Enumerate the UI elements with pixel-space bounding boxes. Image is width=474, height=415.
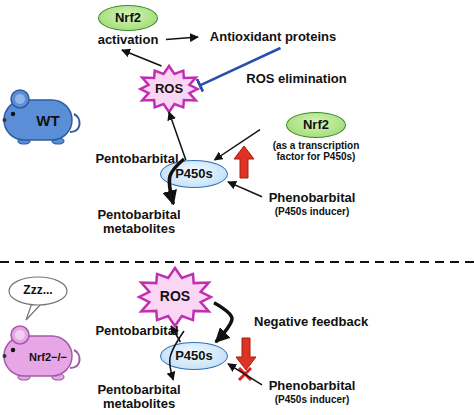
node-label: ROS <box>155 82 183 96</box>
arrow-connector <box>122 50 162 66</box>
node-subtext: (P450s inducer) <box>275 206 349 217</box>
node-label: Nrf2−/− <box>29 351 67 363</box>
edge-label: ROS elimination <box>246 71 346 86</box>
enzyme-ellipse: P450s <box>160 342 228 370</box>
mouse-nose <box>3 118 7 122</box>
speech-bubble: Zzz... <box>8 276 68 306</box>
ros-star: ROS <box>138 66 200 112</box>
mouse-inner-ear <box>15 330 25 340</box>
node-subtext: (as a transcription factor for P450s) <box>260 140 372 162</box>
product-node: Antioxidant proteins <box>198 26 348 48</box>
arrow-connector <box>228 182 262 197</box>
mouse-ear <box>11 326 29 344</box>
node-label: Pentobarbital <box>95 152 178 166</box>
factor-node: Nrf2(as a transcription factor for P450s… <box>260 106 372 168</box>
increase-arrow <box>234 146 254 178</box>
arrow-connector <box>169 159 184 204</box>
node-label: Nrf2 <box>286 112 346 138</box>
node-label: Pentobarbital metabolites <box>90 208 188 237</box>
arrow-connector <box>171 326 180 342</box>
bubble-shape <box>9 277 67 305</box>
arrow-connector <box>170 331 184 380</box>
divider-line <box>0 261 474 263</box>
mouse-icon: WT <box>0 86 82 148</box>
mouse-nose <box>3 354 7 358</box>
inducer-node: Phenobarbital(P450s inducer) <box>262 186 362 222</box>
node-label: Pentobarbital metabolites <box>90 383 188 412</box>
mouse-icon: Nrf2−/− <box>0 322 82 384</box>
edge-label: Negative feedback <box>254 314 368 329</box>
block-cross <box>239 368 251 380</box>
node-label: Pentobarbital <box>95 324 178 338</box>
mouse-eye <box>11 112 15 116</box>
arrow-connector <box>228 364 262 385</box>
mouse-eye <box>11 348 15 352</box>
metabolite-node: Pentobarbital metabolites <box>90 380 188 414</box>
arrow-connector <box>166 37 198 39</box>
node-subtext: activation <box>98 33 159 47</box>
arrow-connector <box>214 303 232 342</box>
factor-node: Nrf2 activation <box>90 2 166 50</box>
mouse-inner-ear <box>15 94 25 104</box>
drug-node: Pentobarbital <box>90 322 184 340</box>
node-label: Phenobarbital <box>269 379 356 393</box>
arrow-connector <box>169 112 186 160</box>
node-label: Antioxidant proteins <box>210 30 336 44</box>
cross-stroke <box>239 368 251 380</box>
metabolite-node: Pentobarbital metabolites <box>90 204 188 240</box>
decrease-arrow <box>236 338 256 370</box>
node-label: WT <box>36 113 59 130</box>
mouse-ear <box>11 90 29 108</box>
node-label: Zzz... <box>23 284 52 297</box>
arrow-connector <box>214 130 260 160</box>
ros-star: ROS <box>136 268 214 326</box>
star-shape <box>140 66 197 112</box>
node-label: Phenobarbital <box>269 191 356 205</box>
inducer-node: Phenobarbital(P450s inducer) <box>262 374 362 410</box>
node-label: Nrf2 <box>98 5 158 31</box>
star-shape <box>139 268 211 326</box>
node-label: P450s <box>175 167 213 181</box>
cross-stroke <box>239 368 251 380</box>
node-label: P450s <box>175 349 213 363</box>
node-subtext: (P450s inducer) <box>275 394 349 405</box>
node-label: ROS <box>160 289 190 304</box>
enzyme-ellipse: P450s <box>160 160 228 188</box>
